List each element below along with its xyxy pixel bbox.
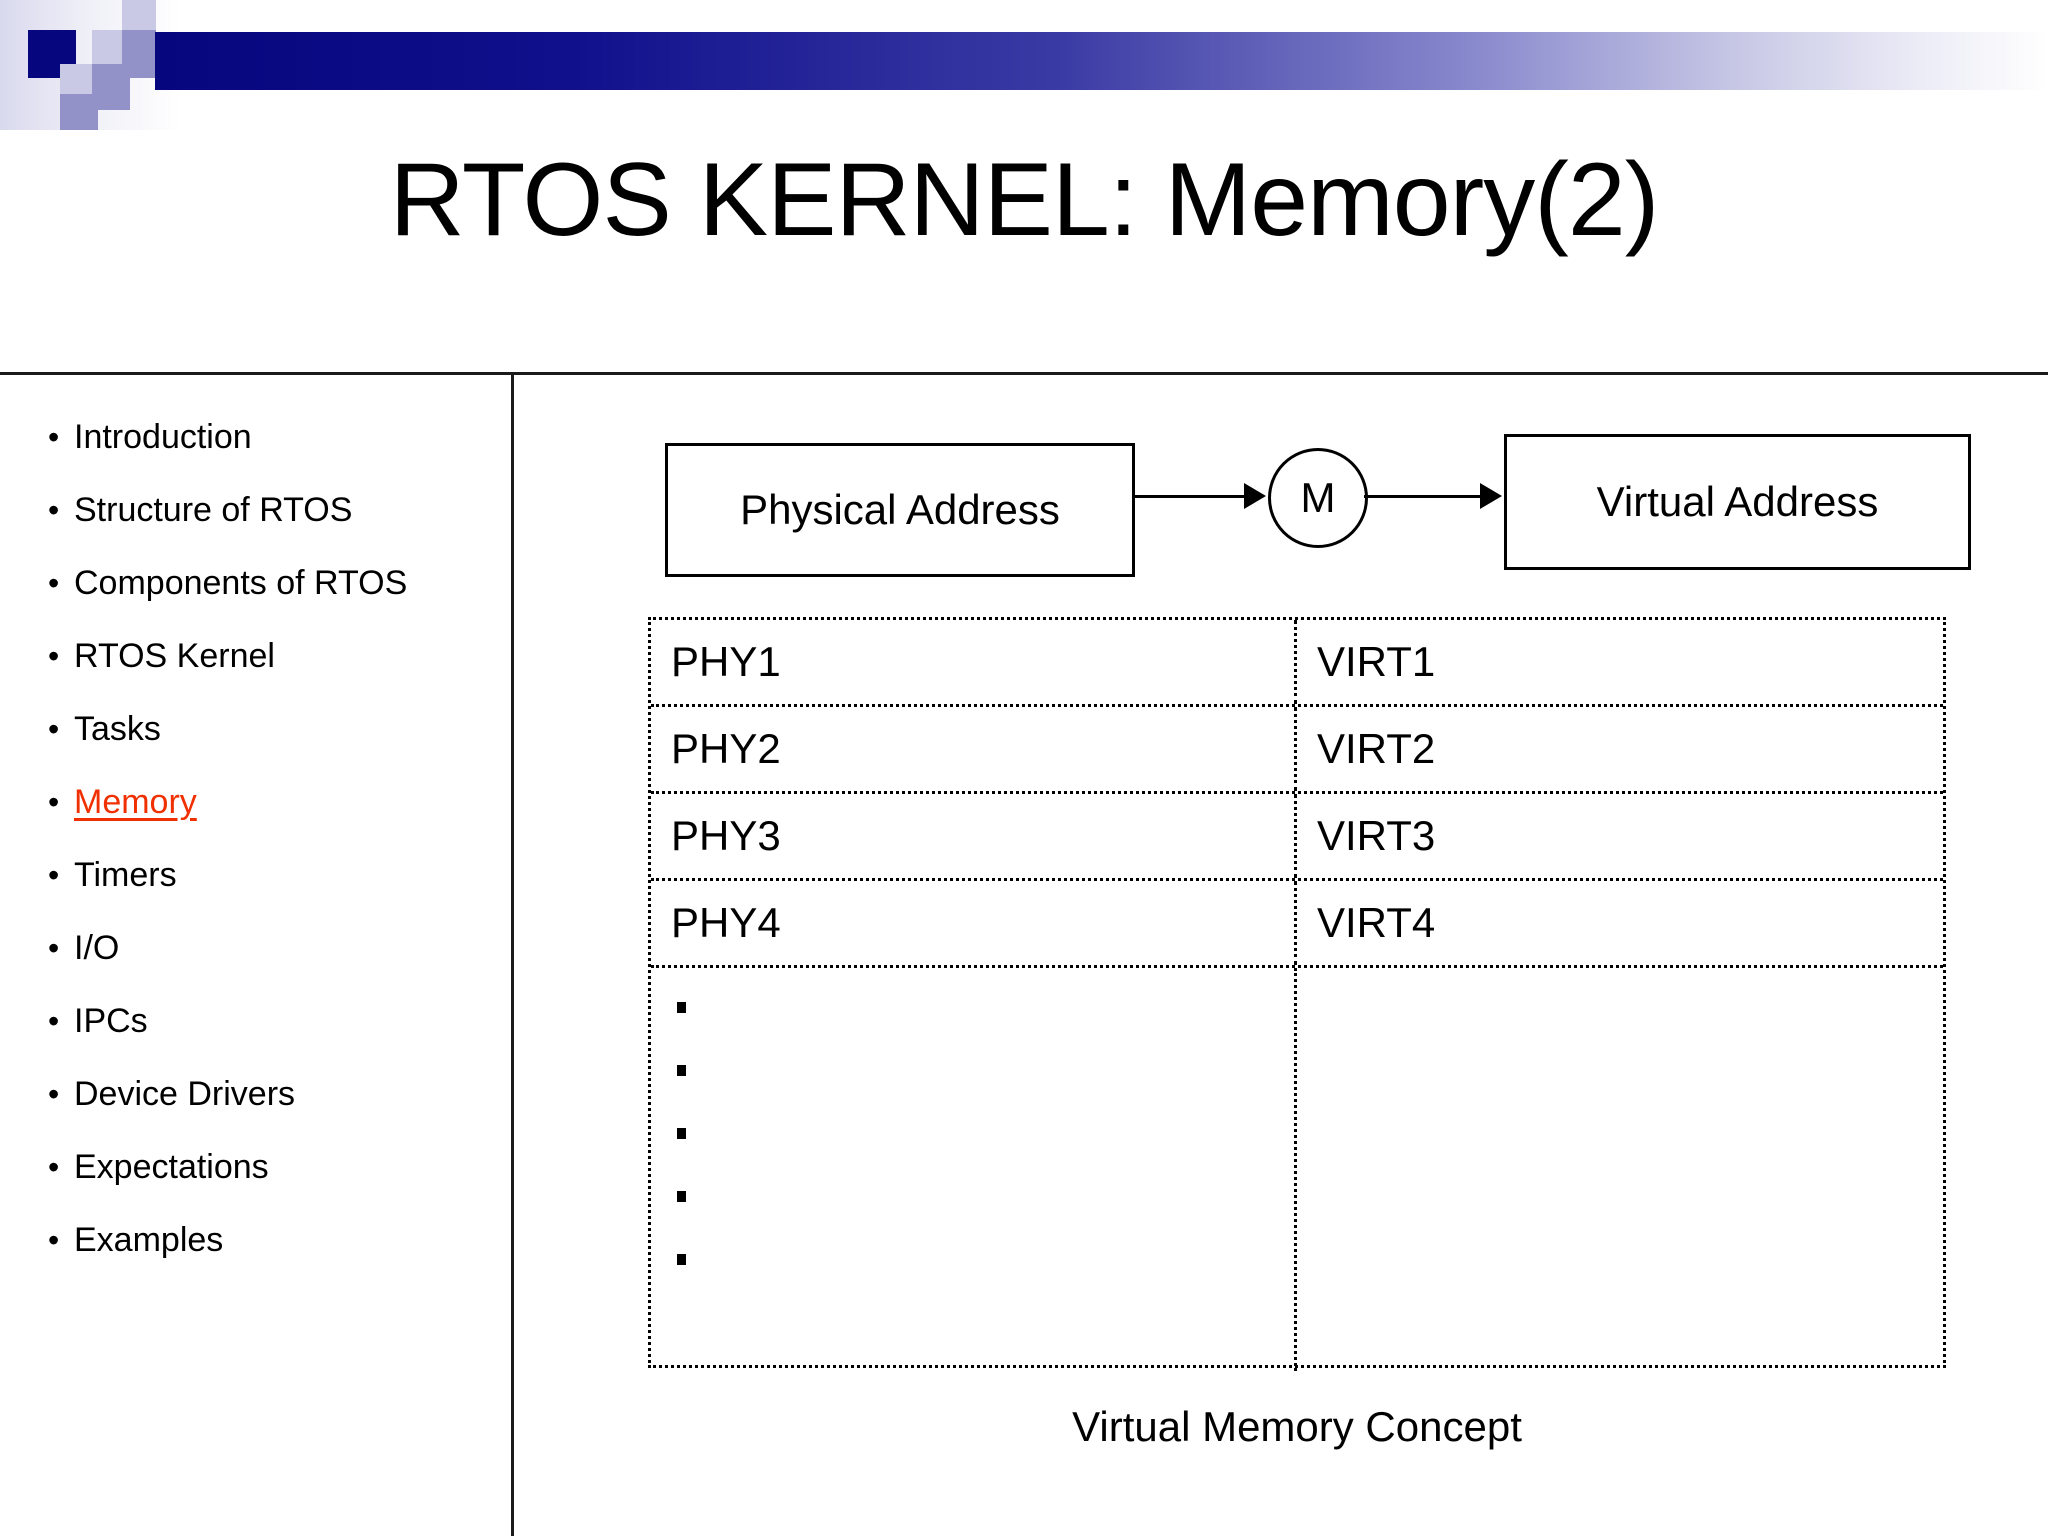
arrow-head-phys-to-m <box>1244 483 1266 509</box>
ellipsis-cell-right <box>1297 968 1943 1371</box>
virtual-address-box: Virtual Address <box>1504 434 1971 570</box>
virtual-cell: VIRT4 <box>1317 899 1436 946</box>
sidebar-item-label: Device Drivers <box>74 1075 296 1113</box>
sidebar-item-label: Timers <box>74 856 177 894</box>
table-row: PHY3 VIRT3 <box>651 794 1943 881</box>
bullet-icon: • <box>48 419 60 455</box>
sidebar-item-memory[interactable]: • Memory <box>48 785 498 858</box>
header-gradient-bar <box>155 32 2048 90</box>
sidebar-item-device-drivers[interactable]: • Device Drivers <box>48 1077 498 1150</box>
sidebar-item-introduction[interactable]: • Introduction <box>48 420 498 493</box>
table-row: PHY2 VIRT2 <box>651 707 1943 794</box>
ellipsis-dot-icon <box>677 1065 686 1076</box>
virtual-cell: VIRT2 <box>1317 725 1436 772</box>
sidebar-item-label: Memory <box>74 783 197 821</box>
header-block-lavender-3 <box>122 0 156 32</box>
table-row: PHY1 VIRT1 <box>651 620 1943 707</box>
ellipsis-dot-icon <box>677 1254 686 1265</box>
ellipsis-dot-icon <box>677 1191 686 1202</box>
physical-cell: PHY1 <box>651 620 1297 704</box>
ellipsis-dot-icon <box>677 1002 686 1013</box>
virtual-cell: VIRT1 <box>1317 638 1436 685</box>
ellipsis-dot-icon <box>677 1128 686 1139</box>
bullet-icon: • <box>48 857 60 893</box>
sidebar-item-label: Components of RTOS <box>74 564 408 602</box>
physical-cell: PHY2 <box>651 707 1297 791</box>
physical-cell: PHY3 <box>651 794 1297 878</box>
table-row-ellipsis <box>651 968 1943 1371</box>
sidebar-item-components-of-rtos[interactable]: • Components of RTOS <box>48 566 498 639</box>
page-title: RTOS KERNEL: Memory(2) <box>389 142 1660 258</box>
bullet-icon: • <box>48 1222 60 1258</box>
arrow-head-m-to-virt <box>1480 483 1502 509</box>
arrow-line-m-to-virt <box>1364 495 1480 498</box>
bullet-icon: • <box>48 565 60 601</box>
bullet-icon: • <box>48 784 60 820</box>
horizontal-divider <box>0 372 2048 375</box>
bullet-icon: • <box>48 492 60 528</box>
sidebar-item-label: Introduction <box>74 418 252 456</box>
sidebar-item-examples[interactable]: • Examples <box>48 1223 498 1296</box>
sidebar-item-ipcs[interactable]: • IPCs <box>48 1004 498 1077</box>
bullet-icon: • <box>48 1149 60 1185</box>
bullet-icon: • <box>48 1003 60 1039</box>
sidebar-item-label: RTOS Kernel <box>74 637 275 675</box>
bullet-icon: • <box>48 930 60 966</box>
arrow-line-phys-to-m <box>1132 495 1244 498</box>
sidebar-item-label: Examples <box>74 1221 224 1259</box>
address-mapping-table: PHY1 VIRT1 PHY2 VIRT2 PHY3 VIRT3 PHY4 VI… <box>648 617 1946 1371</box>
sidebar-item-timers[interactable]: • Timers <box>48 858 498 931</box>
virtual-cell: VIRT3 <box>1317 812 1436 859</box>
bullet-icon: • <box>48 711 60 747</box>
sidebar-item-structure-of-rtos[interactable]: • Structure of RTOS <box>48 493 498 566</box>
bullet-icon: • <box>48 1076 60 1112</box>
sidebar-item-label: IPCs <box>74 1002 148 1040</box>
sidebar-item-label: Structure of RTOS <box>74 491 353 529</box>
sidebar-item-io[interactable]: • I/O <box>48 931 498 1004</box>
mapper-circle: M <box>1268 448 1368 548</box>
sidebar-item-rtos-kernel[interactable]: • RTOS Kernel <box>48 639 498 712</box>
sidebar-item-expectations[interactable]: • Expectations <box>48 1150 498 1223</box>
sidebar-item-label: Tasks <box>74 710 161 748</box>
sidebar-item-label: I/O <box>74 929 120 967</box>
header-decoration <box>0 0 2048 130</box>
vertical-divider <box>511 372 514 1536</box>
header-block-periwinkle-2 <box>60 94 98 130</box>
outline-sidebar: • Introduction • Structure of RTOS • Com… <box>48 420 498 1296</box>
physical-address-box: Physical Address <box>665 443 1135 577</box>
header-block-periwinkle-3 <box>122 30 156 78</box>
table-row: PHY4 VIRT4 <box>651 881 1943 968</box>
sidebar-item-tasks[interactable]: • Tasks <box>48 712 498 785</box>
diagram-caption: Virtual Memory Concept <box>1072 1403 1522 1450</box>
ellipsis-cell <box>651 968 1297 1371</box>
sidebar-item-label: Expectations <box>74 1148 269 1186</box>
bullet-icon: • <box>48 638 60 674</box>
physical-cell: PHY4 <box>651 881 1297 965</box>
